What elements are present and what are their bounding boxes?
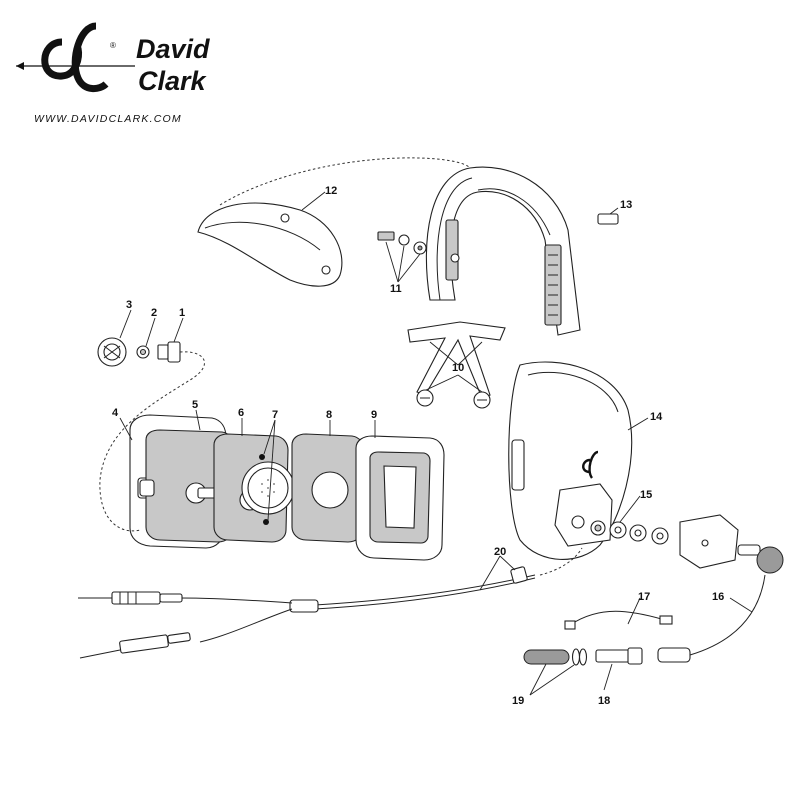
microphone-boom <box>657 544 784 663</box>
callout-19: 19 <box>512 695 524 707</box>
callout-17: 17 <box>638 591 650 603</box>
callout-4: 4 <box>112 407 119 419</box>
knob-washer <box>136 345 150 359</box>
callout-12: 12 <box>325 185 337 197</box>
brand-name-line2: Clark <box>138 66 208 96</box>
callout-2: 2 <box>151 307 157 319</box>
brand-url: WWW.DAVIDCLARK.COM <box>34 113 182 125</box>
headband-cover <box>197 202 343 287</box>
mic-cable <box>564 610 673 630</box>
callout-7: 7 <box>272 409 278 421</box>
callout-13: 13 <box>620 199 632 211</box>
volume-potentiometer <box>157 341 181 363</box>
registered-mark: ® <box>110 41 116 50</box>
callout-3: 3 <box>126 299 132 311</box>
callout-9: 9 <box>371 409 377 421</box>
brand-name-line1: David <box>136 34 210 64</box>
callout-18: 18 <box>598 695 610 707</box>
callout-6: 6 <box>238 407 244 419</box>
ear-foam-8 <box>291 433 365 543</box>
speaker-element <box>241 454 295 525</box>
callout-14: 14 <box>650 411 663 423</box>
callout-5: 5 <box>192 399 198 411</box>
headband-clip <box>597 213 619 225</box>
headset-cable <box>78 566 536 659</box>
callout-15: 15 <box>640 489 652 501</box>
callout-10: 10 <box>452 362 464 374</box>
ear-seal-9 <box>355 435 445 561</box>
callout-labels: 1 2 3 4 5 6 7 8 9 10 11 12 13 14 15 16 1… <box>112 185 724 707</box>
david-clark-logo-icon: ® <box>16 22 135 92</box>
callout-16: 16 <box>712 591 724 603</box>
callout-11: 11 <box>390 283 402 295</box>
callout-20: 20 <box>494 546 506 558</box>
volume-knob <box>97 337 127 367</box>
assembly-guides <box>99 157 583 576</box>
headband-assembly <box>425 166 581 336</box>
windscreen <box>523 648 588 666</box>
leader-lines <box>119 191 753 696</box>
mic-mount-plate <box>554 483 739 569</box>
callout-1: 1 <box>179 307 185 319</box>
yoke-assembly <box>407 321 506 409</box>
mic-connector <box>595 647 643 665</box>
callout-8: 8 <box>326 409 332 421</box>
